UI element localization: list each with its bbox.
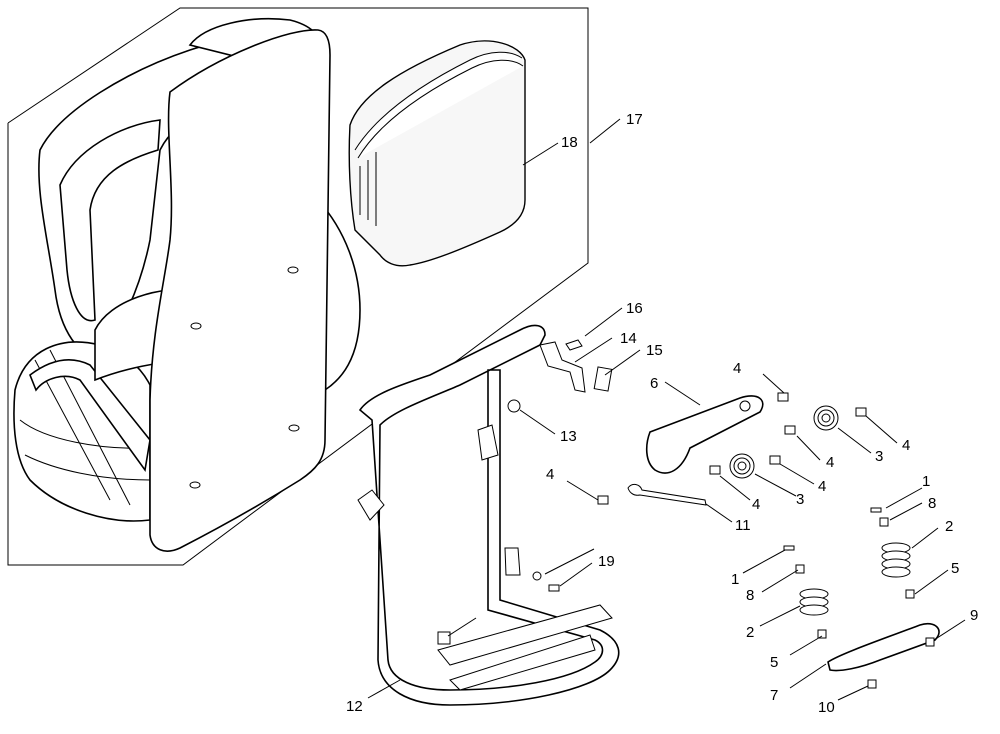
callout-8-mid: 8	[746, 587, 754, 604]
spring-2-upper	[881, 542, 911, 578]
callout-12: 14	[620, 330, 637, 347]
callout-4-left: 4	[546, 466, 554, 483]
callout-15: 17	[626, 111, 643, 128]
callout-6: 6	[650, 375, 658, 392]
callout-labels: 17 18 16 14 15 6 4 13 4 3 4 4 3 4 4 11 1…	[346, 111, 978, 716]
carrier-frame	[357, 324, 620, 706]
callout-5-upper: 5	[951, 560, 959, 577]
callout-8-bottom: 10	[818, 699, 835, 716]
callout-4-top: 4	[733, 360, 741, 377]
callout-16: 18	[561, 134, 578, 151]
callout-17: 19	[598, 553, 615, 570]
callout-8-upper: 8	[928, 495, 936, 512]
callout-2-lower: 2	[746, 624, 754, 641]
callout-4-mid2: 4	[818, 478, 826, 495]
callout-4-right: 4	[902, 437, 910, 454]
callout-3-lower: 3	[796, 491, 804, 508]
spring-3-lower	[729, 453, 755, 479]
callout-14: 16	[626, 300, 643, 317]
callout-5-lower: 5	[770, 654, 778, 671]
leader-lines	[367, 118, 966, 701]
spring-3-upper	[813, 405, 839, 431]
callout-11: 13	[560, 428, 577, 445]
back-pad	[348, 40, 526, 267]
callout-3-upper: 3	[875, 448, 883, 465]
spring-2-lower	[799, 588, 829, 616]
callout-8-right: 9	[970, 607, 978, 624]
callout-1-upper: 1	[922, 473, 930, 490]
harness-assembly-frame	[7, 7, 589, 566]
small-parts	[437, 339, 940, 689]
callout-4-mid: 4	[826, 454, 834, 471]
callout-10: 12	[346, 698, 363, 715]
callout-7: 7	[770, 687, 778, 704]
callout-9: 11	[735, 517, 751, 534]
callout-13: 15	[646, 342, 663, 359]
callout-2-upper: 2	[945, 518, 953, 535]
callout-4-lower: 4	[752, 496, 760, 513]
harness-assembly	[13, 17, 361, 552]
callout-1-lower: 1	[731, 571, 739, 588]
